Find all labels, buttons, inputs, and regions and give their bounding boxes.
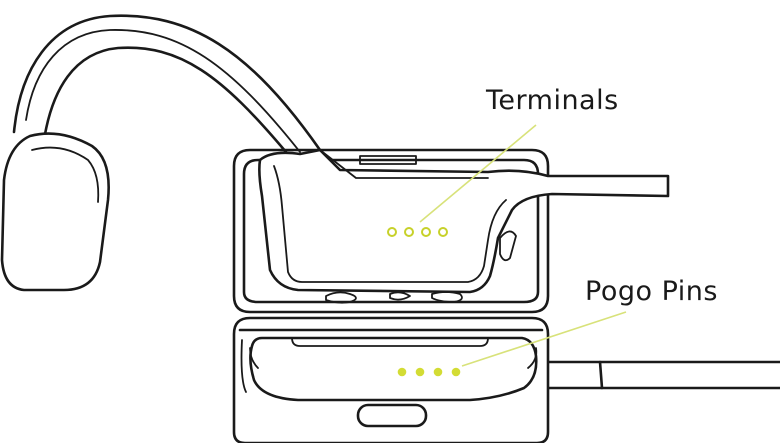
terminals-label: Terminals	[486, 87, 619, 114]
charging-cable	[548, 362, 780, 388]
pogo-pin	[434, 368, 443, 377]
pogo-pin	[416, 368, 425, 377]
pogo-pin	[452, 368, 461, 377]
pogo-pin	[398, 368, 407, 377]
pogo-pins-label: Pogo Pins	[585, 278, 718, 305]
charging-cradle	[234, 318, 548, 443]
